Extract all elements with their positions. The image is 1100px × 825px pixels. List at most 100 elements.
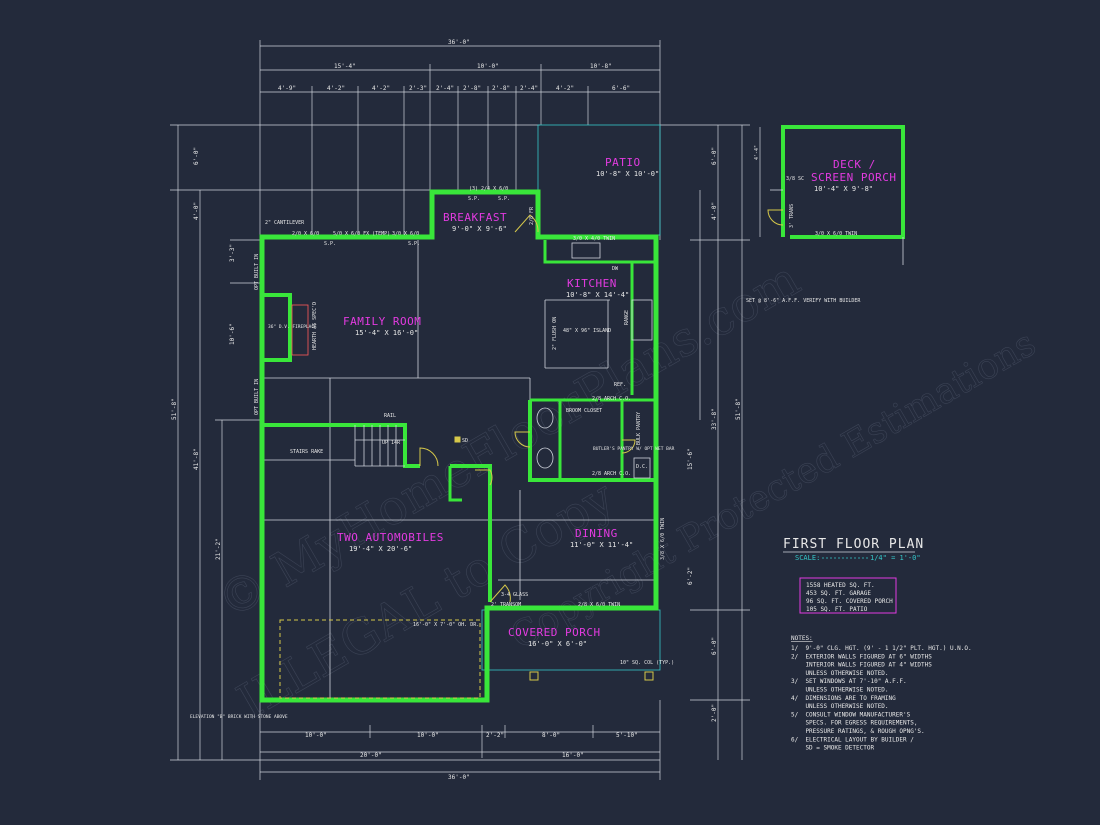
bottom-dim-row1-5: 5'-10" <box>616 732 638 739</box>
family-room-size: 15'-4" X 16'-0" <box>355 329 418 337</box>
opt-built-in-2: OPT BUILT IN <box>254 379 260 415</box>
left-dim-b: 6'-0" <box>193 147 200 165</box>
window-porch: 2/8 X 6/0 TWIN <box>578 602 620 608</box>
dining-size: 11'-0" X 11'-4" <box>570 541 633 549</box>
top-dim-row3-3: 4'-2" <box>372 85 390 92</box>
broom-closet-label: BROOM CLOSET <box>566 408 602 414</box>
note-line-6: UNLESS OTHERWISE NOTED. <box>791 687 889 694</box>
right-dim-a: 6'-0" <box>711 147 718 165</box>
breakfast-name: BREAKFAST <box>443 211 507 224</box>
top-dimensions: 36'-0" 15'-4" 10'-0" 10'-8" 4'-9" 4'-2" … <box>259 39 661 240</box>
top-dim-row2-2: 10'-0" <box>477 63 499 70</box>
door-28fr: 2/8 FR <box>529 206 535 225</box>
note-line-13: SD = SMOKE DETECTOR <box>791 745 874 752</box>
note-line-9: 5/ CONSULT WINDOW MANUFACTURER'S <box>791 711 911 718</box>
right-mid-dim: 33'-8" <box>711 408 718 430</box>
top-dim-row3-10: 6'-6" <box>612 85 630 92</box>
bottom-overall-dim: 36'-0" <box>448 774 470 781</box>
note-line-2: 2/ EXTERIOR WALLS FIGURED AT 6" WIDTHS <box>791 653 932 660</box>
fixtures <box>279 214 654 699</box>
bottom-dim-row2-2: 16'-0" <box>562 752 584 759</box>
deck-window: 3/0 X 6/0 TWIN <box>815 231 857 237</box>
cantilever-label: 2" CANTILEVER <box>265 220 305 226</box>
deck-room-size: 10'-4" X 9'-8" <box>814 185 873 193</box>
left-mid-dim: 41'-8" <box>193 448 200 470</box>
window-top-4: 2/0 X 6/0 <box>292 231 319 237</box>
glass-label: 3-4 GLASS <box>501 592 528 598</box>
note-line-3: INTERIOR WALLS FIGURED AT 4" WIDTHS <box>791 662 932 669</box>
note-line-5: 3/ SET WINDOWS AT 7'-10" A.F.F. <box>791 678 907 685</box>
top-dim-row3-1: 4'-9" <box>278 85 296 92</box>
interior-lines <box>262 240 655 700</box>
patio-size: 10'-8" X 10'-0" <box>596 170 659 178</box>
ref-label: REF. <box>614 382 626 388</box>
patio-name: PATIO <box>605 156 641 169</box>
area-patio: 105 SQ. FT. PATIO <box>806 606 868 613</box>
right-overall-dim: 51'-8" <box>735 398 742 420</box>
bottom-dim-row1-1: 10'-0" <box>305 732 327 739</box>
left-dim-d: 3'-3" <box>229 244 236 262</box>
note-line-8: UNLESS OTHERWISE NOTED. <box>791 703 889 710</box>
annotations: 2" CANTILEVER 5/0 X 6/0 FX (TEMP) (3) 2/… <box>190 186 861 720</box>
garage-door <box>279 619 481 699</box>
note-line-4: UNLESS OTHERWISE NOTED. <box>791 670 889 677</box>
hearth-label: HEARTH AS SPEC'D <box>312 302 318 350</box>
top-dim-row3-9: 4'-2" <box>556 85 574 92</box>
bottom-dim-row1-3: 2'-2" <box>486 732 504 739</box>
area-heated: 1558 HEATED SQ. FT. <box>806 582 875 589</box>
kitchen-name: KITCHEN <box>567 277 617 290</box>
window-dining: 3/8 X 6/0 TWIN <box>660 518 666 560</box>
island-label: 48" X 96" ISLAND <box>563 328 611 334</box>
opt-built-in-1: OPT BUILT IN <box>254 254 260 290</box>
bottom-dim-row1-2: 10'-0" <box>417 732 439 739</box>
covered-porch-size: 16'-0" X 6'-0" <box>528 640 587 648</box>
deck-dim-1: 4'-4" <box>754 145 760 160</box>
left-dim-c: 4'-0" <box>193 202 200 220</box>
patio-outline <box>537 124 661 236</box>
top-dim-row3-5: 2'-4" <box>436 85 454 92</box>
dw-label: DW <box>612 266 619 272</box>
sp-label-4: S.P. <box>498 196 510 202</box>
garage-size: 19'-4" X 20'-6" <box>349 545 412 553</box>
up-label: UP 14R <box>382 440 401 446</box>
covered-porch-name: COVERED PORCH <box>508 626 601 639</box>
bottom-dim-row1-4: 8'-0" <box>542 732 560 739</box>
right-dim-e: 6'-0" <box>711 637 718 655</box>
breakfast-size: 9'-0" X 9'-6" <box>452 225 507 233</box>
deck-door-trans: 3' TRANS <box>789 204 795 228</box>
column-label: 10" SQ. COL (TYP.) <box>620 660 674 666</box>
sp-label-1: S.P. <box>324 241 336 247</box>
sp-label-2: S.P. <box>408 241 420 247</box>
note-line-7: 4/ DIMENSIONS ARE TO FRAMING <box>791 695 896 702</box>
note-line-10: SPECS. FOR EGRESS REQUIREMENTS, <box>791 720 917 727</box>
deck-room-name: DECK / <box>833 158 876 171</box>
scale-value: 1/4" = 1'-0" <box>870 554 921 562</box>
note-line-11: PRESSURE RATINGS, & ROUGH OPNG'S. <box>791 728 925 735</box>
fireplace-label: 36" D.V. FIREPLACE <box>268 324 317 330</box>
dining-name: DINING <box>575 527 618 540</box>
bulk-pantry-label: BULK PANTRY <box>636 412 642 445</box>
sd-label: SD <box>462 438 468 444</box>
family-room-name: FAMILY ROOM <box>343 315 421 328</box>
left-lower-dim: 21'-2" <box>215 538 222 560</box>
left-overall-dim: 51'-8" <box>171 398 178 420</box>
top-overall-dim: 36'-0" <box>448 39 470 46</box>
plan-title: FIRST FLOOR PLAN <box>783 537 924 552</box>
deck-door-38sc: 3/8 SC <box>786 176 804 182</box>
stairs-rake-label: STAIRS RAKE <box>290 449 323 455</box>
kitchen-size: 10'-8" X 14'-4" <box>566 291 629 299</box>
note-line-12: 6/ ELECTRICAL LAYOUT BY BUILDER / <box>791 736 914 743</box>
right-dim-d: 6'-2" <box>687 567 694 585</box>
deck-screen-porch: 4'-4" 3/8 SC 3' TRANS 3/0 X 6/0 TWIN DEC… <box>754 125 905 265</box>
top-dim-row2-1: 15'-4" <box>334 63 356 70</box>
window-top-3: 3/0 X 6/0 <box>392 231 419 237</box>
arch-co-1: 2/8 ARCH C.O. <box>592 396 631 402</box>
top-dim-row3-6: 2'-8" <box>463 85 481 92</box>
right-dim-c: 15'-6" <box>687 448 694 470</box>
top-dim-row3-8: 2'-4" <box>520 85 538 92</box>
bottom-dim-row2-1: 20'-0" <box>360 752 382 759</box>
top-dim-row3-4: 2'-3" <box>409 85 427 92</box>
flush-label: 2" FLUSH ON <box>552 317 558 350</box>
top-dim-row3-7: 2'-8" <box>492 85 510 92</box>
